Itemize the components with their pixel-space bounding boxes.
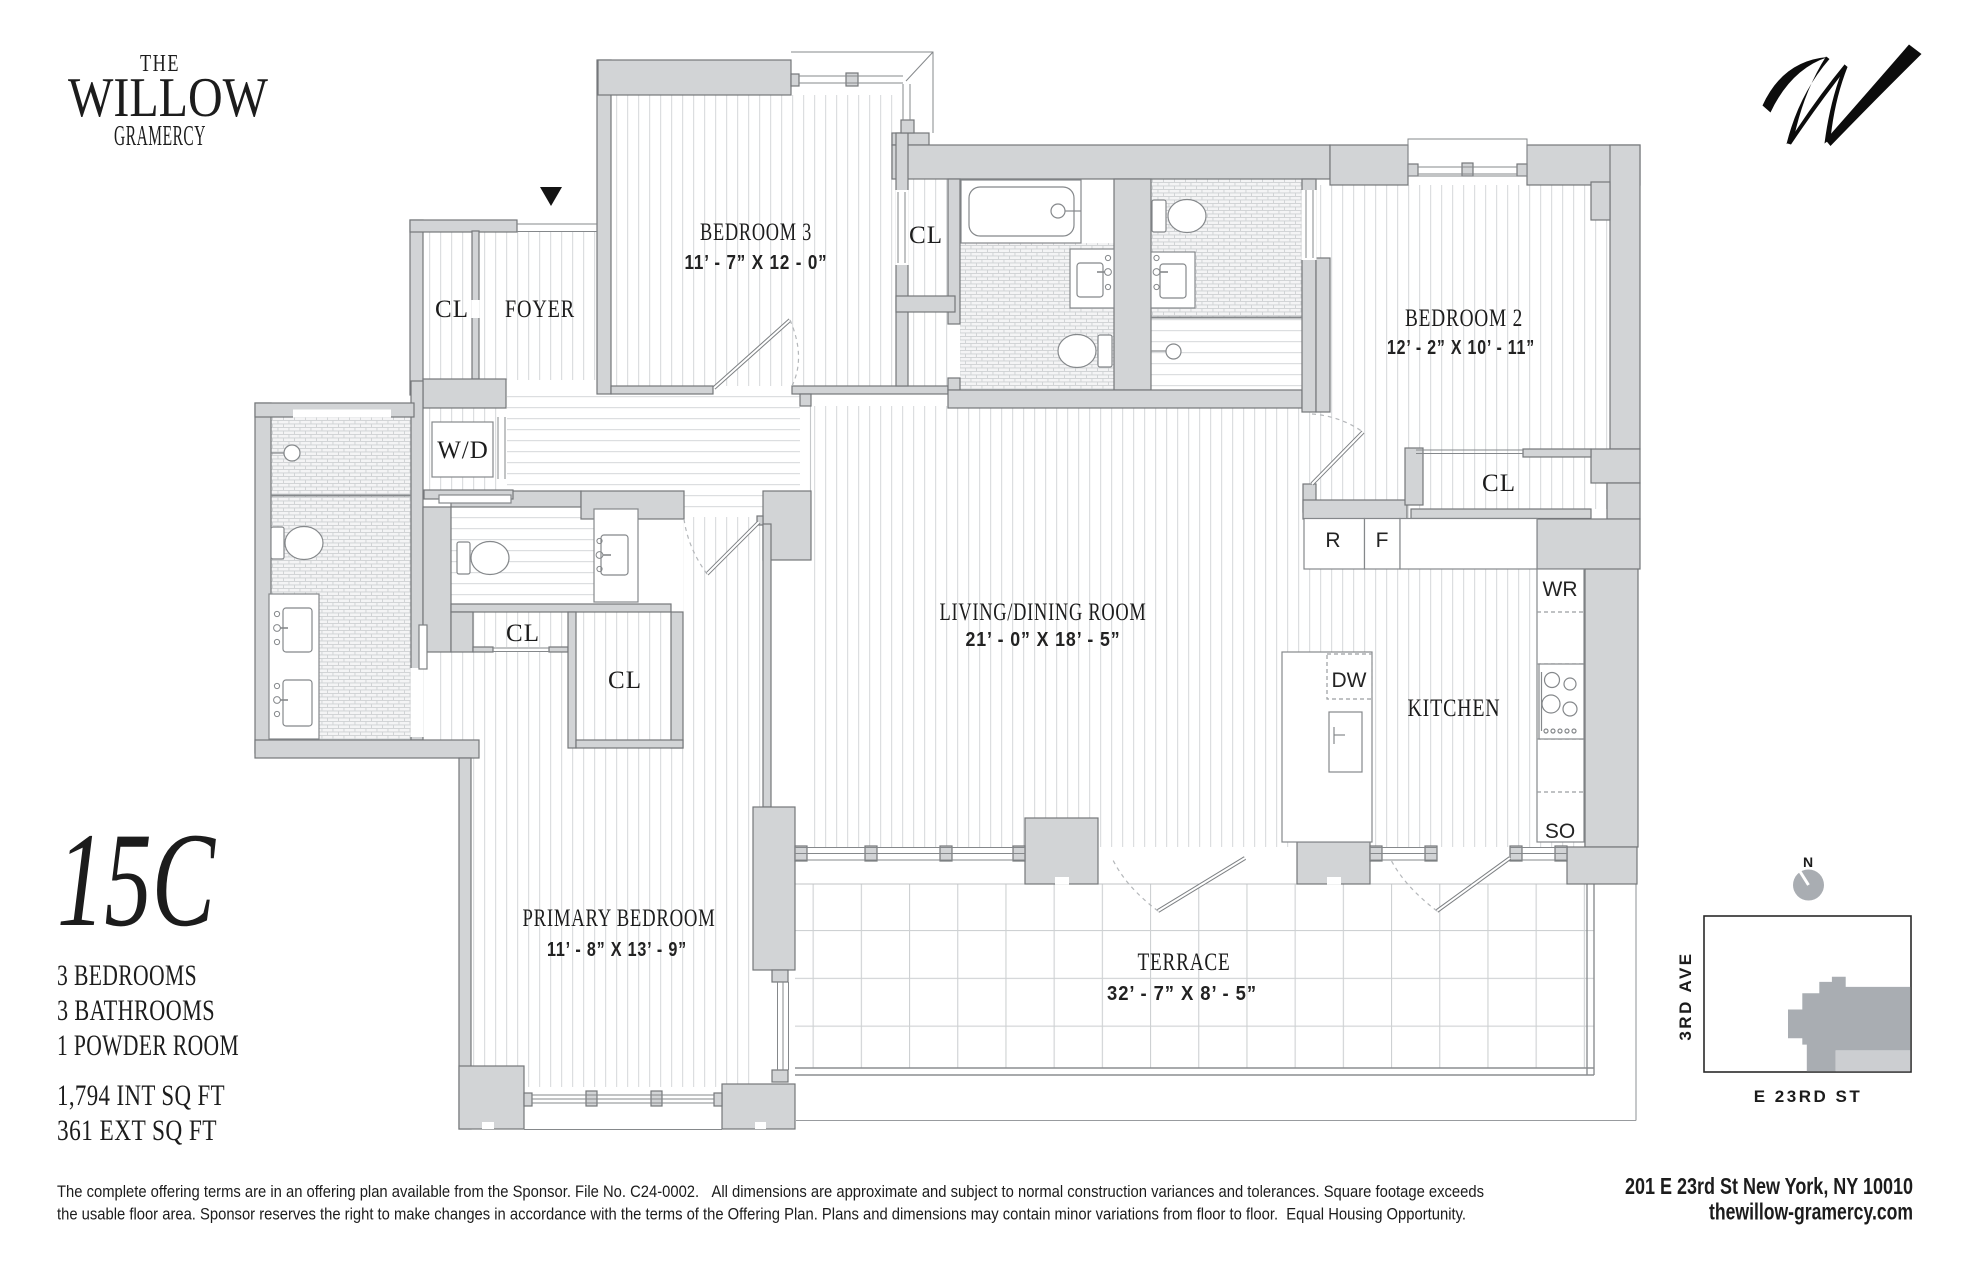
svg-text:TERRACE: TERRACE <box>1138 949 1231 976</box>
svg-text:WILLOW: WILLOW <box>68 67 268 129</box>
svg-text:GRAMERCY: GRAMERCY <box>114 121 206 152</box>
svg-text:R: R <box>1325 529 1340 552</box>
svg-text:LIVING/DINING ROOM: LIVING/DINING ROOM <box>940 599 1147 626</box>
svg-text:SO: SO <box>1545 820 1575 843</box>
svg-text:3 BEDROOMS: 3 BEDROOMS <box>57 959 197 992</box>
svg-text:BEDROOM 2: BEDROOM 2 <box>1405 305 1523 332</box>
svg-text:CL: CL <box>435 296 469 323</box>
svg-text:CL: CL <box>909 222 943 249</box>
svg-text:1,794 INT SQ FT: 1,794 INT SQ FT <box>57 1079 225 1112</box>
svg-text:W/D: W/D <box>437 437 489 464</box>
svg-text:WR: WR <box>1543 578 1578 601</box>
svg-text:KITCHEN: KITCHEN <box>1408 695 1501 722</box>
svg-text:CL: CL <box>608 667 642 694</box>
svg-text:N: N <box>1803 854 1813 870</box>
svg-text:21’ - 0” X 18’ - 5”: 21’ - 0” X 18’ - 5” <box>966 629 1121 651</box>
svg-text:BEDROOM 3: BEDROOM 3 <box>700 219 812 246</box>
svg-text:11’ - 8” X 13’ - 9”: 11’ - 8” X 13’ - 9” <box>547 939 687 961</box>
svg-text:DW: DW <box>1332 669 1367 692</box>
svg-text:the usable floor area. Sponsor: the usable floor area. Sponsor reserves … <box>57 1206 1466 1224</box>
svg-text:32’ - 7” X 8’ - 5”: 32’ - 7” X 8’ - 5” <box>1107 983 1257 1005</box>
svg-text:3 BATHROOMS: 3 BATHROOMS <box>57 994 215 1027</box>
svg-text:361 EXT SQ FT: 361 EXT SQ FT <box>57 1114 217 1147</box>
svg-text:12’ - 2” X 10’ - 11”: 12’ - 2” X 10’ - 11” <box>1387 337 1535 359</box>
svg-text:15C: 15C <box>57 806 216 955</box>
svg-text:CL: CL <box>506 620 540 647</box>
svg-text:1 POWDER ROOM: 1 POWDER ROOM <box>57 1029 239 1062</box>
svg-text:thewillow-gramercy.com: thewillow-gramercy.com <box>1709 1199 1913 1225</box>
svg-text:E 23RD ST: E 23RD ST <box>1754 1087 1862 1106</box>
svg-text:3RD AVE: 3RD AVE <box>1676 951 1695 1040</box>
svg-text:201 E 23rd St New York, NY 100: 201 E 23rd St New York, NY 10010 <box>1625 1173 1913 1199</box>
svg-text:FOYER: FOYER <box>505 296 575 323</box>
svg-text:CL: CL <box>1482 470 1516 497</box>
svg-text:PRIMARY BEDROOM: PRIMARY BEDROOM <box>523 905 716 932</box>
svg-text:F: F <box>1376 529 1389 552</box>
svg-text:THE: THE <box>140 51 180 77</box>
svg-text:The complete offering terms ar: The complete offering terms are in an of… <box>57 1183 1484 1201</box>
svg-text:11’ - 7” X 12 - 0”: 11’ - 7” X 12 - 0” <box>685 252 828 274</box>
